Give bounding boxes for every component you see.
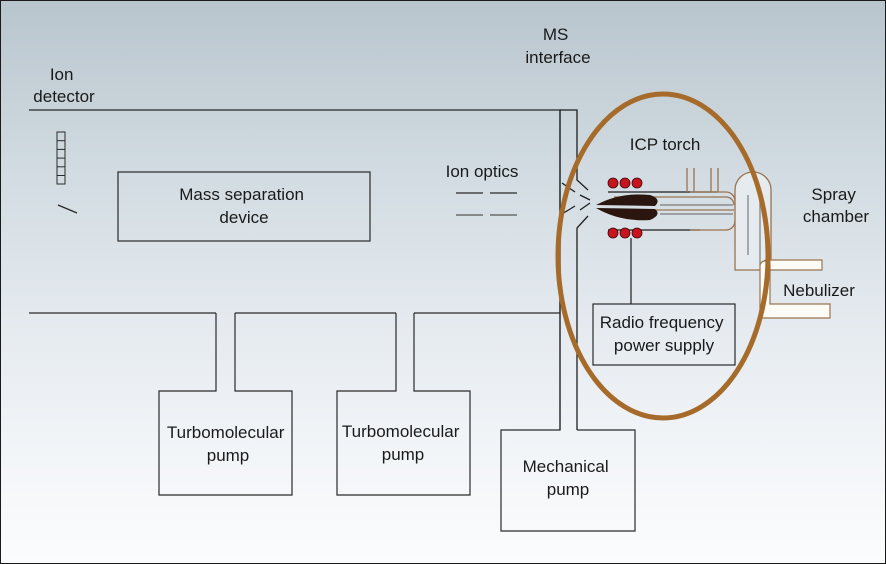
ion-detector-icon	[56, 131, 78, 214]
rf-coil-bottom	[607, 227, 643, 239]
label-ms-interface: MS interface	[525, 25, 590, 67]
mass-separation-device-box	[117, 171, 371, 242]
turbo-pump-1-connector	[158, 313, 293, 496]
label-mass-separation: Mass separation device	[179, 185, 308, 227]
label-turbo-pump-2: Turbomolecular pump	[342, 422, 464, 464]
vacuum-chamber-outline	[29, 109, 561, 314]
turbo-pump-2-connector	[336, 313, 471, 496]
label-mechanical-pump: Mechanical pump	[523, 457, 614, 499]
ms-interface-channel	[559, 109, 589, 430]
mechanical-pump-connector	[500, 313, 636, 532]
label-rf-supply: Radio frequency power supply	[600, 313, 729, 355]
label-ion-optics: Ion optics	[446, 162, 519, 181]
label-spray-chamber: Spray chamber	[803, 185, 869, 226]
label-turbo-pump-1: Turbomolecular pump	[167, 423, 289, 465]
rf-coil-top	[607, 177, 643, 189]
ion-optics-icon	[456, 192, 517, 216]
label-ion-detector: Ion detector	[33, 65, 95, 106]
rf-power-supply-box	[592, 303, 736, 366]
icp-torch-tubes	[608, 168, 736, 231]
plasma-icon	[596, 194, 658, 221]
icp-highlight-ellipse	[555, 91, 771, 421]
label-nebulizer: Nebulizer	[783, 281, 855, 300]
label-icp-torch: ICP torch	[630, 135, 701, 154]
